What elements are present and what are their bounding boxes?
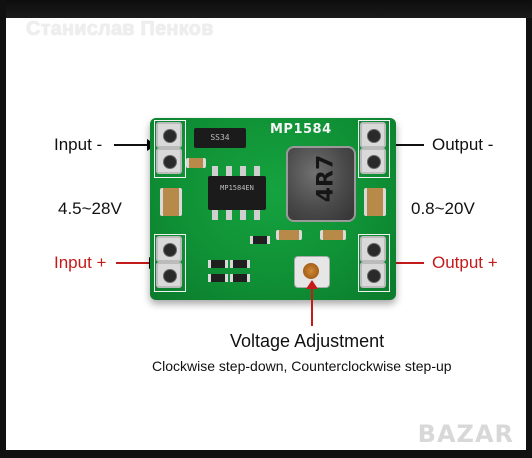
chip-pin	[254, 166, 260, 176]
input-plus-label: Input +	[54, 253, 107, 272]
output-minus-pad-1	[360, 122, 386, 148]
diode-ss34: SS34	[194, 128, 246, 148]
chip-pin	[226, 166, 232, 176]
output-voltage-label: 0.8~20V	[411, 199, 475, 218]
voltage-potentiometer	[294, 256, 330, 288]
output-minus-pad-2	[360, 148, 386, 174]
bazar-logo: BAZAR	[417, 420, 514, 448]
voltage-adjustment-title: Voltage Adjustment	[230, 331, 385, 351]
output-minus-arrow	[384, 139, 424, 151]
top-strip	[6, 0, 532, 18]
resistor	[208, 274, 228, 282]
watermark-text: Станислав Пенков	[26, 18, 214, 40]
chip-pin	[240, 166, 246, 176]
input-minus-pad-2	[156, 148, 182, 174]
input-plus-arrow	[116, 257, 158, 269]
board-title: MP1584	[270, 122, 332, 137]
mp1584-board: MP1584 SS34 MP1584EN 4R7	[150, 118, 396, 300]
chip-marking: MP1584EN	[220, 184, 254, 192]
voltage-adjustment-description: Clockwise step-down, Counterclockwise st…	[152, 358, 452, 374]
bottom-strip	[6, 450, 532, 458]
input-plus-pad-1	[156, 236, 182, 262]
input-minus-label: Input -	[54, 135, 103, 154]
right-top-silk	[358, 120, 390, 178]
small-capacitor	[186, 158, 206, 168]
input-voltage-label: 4.5~28V	[58, 199, 122, 218]
chip-pin	[212, 210, 218, 220]
small-capacitor	[276, 230, 302, 240]
output-plus-pad-1	[360, 236, 386, 262]
resistor	[230, 260, 250, 268]
left-top-silk	[154, 120, 186, 178]
output-plus-pad-2	[360, 262, 386, 288]
chip-pin	[240, 210, 246, 220]
output-plus-label: Output +	[432, 253, 498, 272]
chip-pin	[212, 166, 218, 176]
output-plus-arrow	[384, 257, 424, 269]
chip-pin	[226, 210, 232, 220]
chip-pin	[254, 210, 260, 220]
input-minus-pad-1	[156, 122, 182, 148]
adjust-pointer-line	[311, 286, 313, 326]
mp1584-chip: MP1584EN	[208, 176, 266, 210]
inductor-marking: 4R7	[313, 154, 339, 203]
input-minus-arrow	[114, 139, 156, 151]
right-bottom-silk	[358, 234, 390, 292]
output-capacitor	[364, 188, 386, 216]
resistor	[230, 274, 250, 282]
left-bottom-silk	[154, 234, 186, 292]
input-capacitor	[160, 188, 182, 216]
input-plus-pad-2	[156, 262, 182, 288]
output-minus-label: Output -	[432, 135, 494, 154]
resistor	[250, 236, 270, 244]
small-capacitor	[320, 230, 346, 240]
adjust-pointer-arrow	[306, 280, 318, 289]
resistor	[208, 260, 228, 268]
inductor: 4R7	[286, 146, 356, 222]
